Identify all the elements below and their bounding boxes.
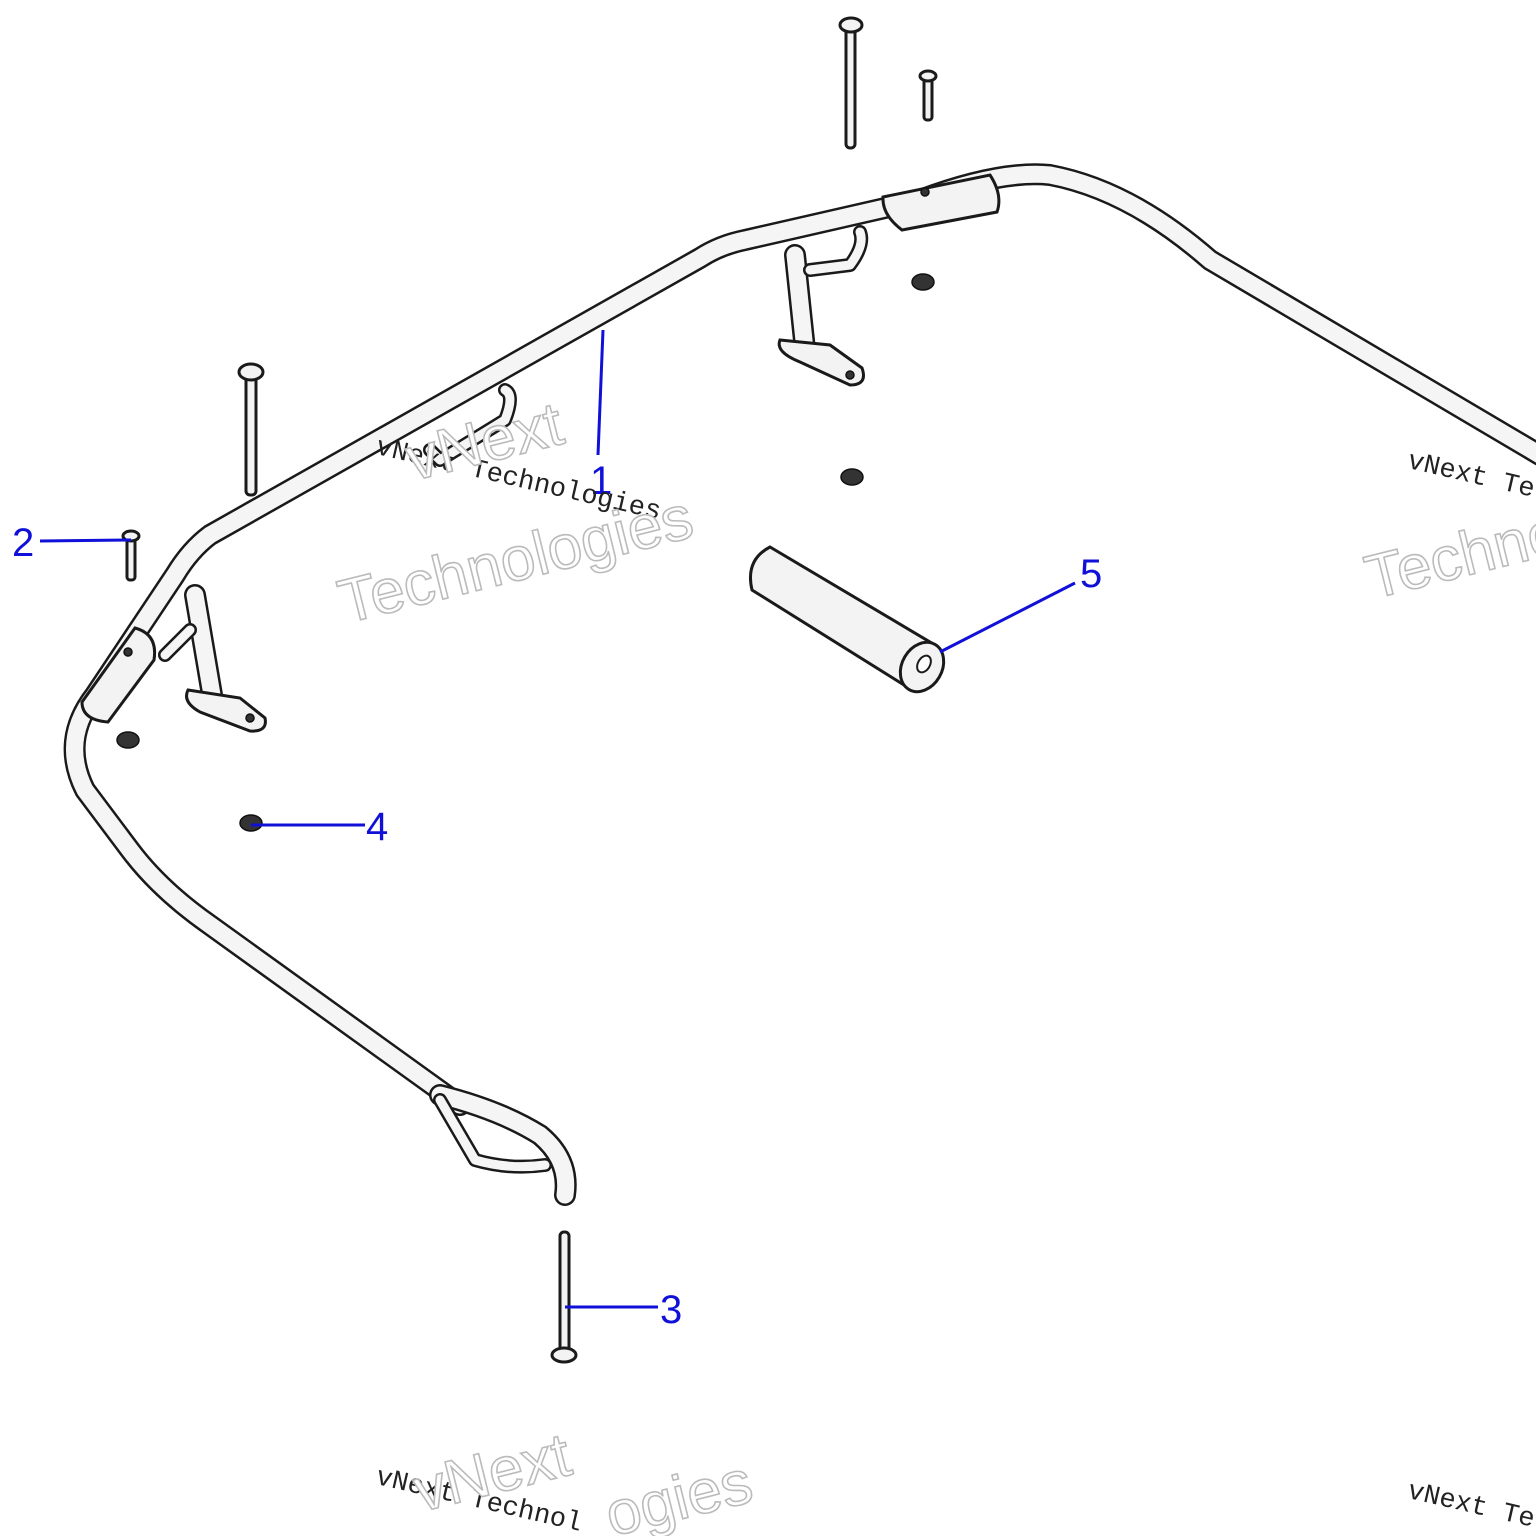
callout-3: 3: [660, 1288, 682, 1332]
short-bolt-top: [918, 69, 938, 122]
callout-labels: 1 2 3 4 5: [12, 459, 1102, 1332]
callout-4: 4: [366, 805, 388, 849]
leader-5: [939, 581, 1076, 654]
leader-2: [39, 538, 132, 543]
watermark-big-top-left: vNext Technologies: [331, 389, 700, 638]
long-bolt-left: [237, 362, 265, 497]
watermark-top-right: vNext Te: [1404, 447, 1536, 505]
leader-lines: [39, 329, 1076, 1309]
watermark-big-right: Techno: [1359, 498, 1536, 613]
watermark-text-right: vNext Te: [1404, 447, 1536, 505]
roller-sleeve: [749, 545, 946, 694]
watermark-big-2: Technologies: [332, 483, 700, 638]
watermark-bottom-right: vNext Te: [1404, 1477, 1536, 1535]
grommet-nuts: [116, 273, 935, 832]
callout-5: 5: [1080, 552, 1102, 596]
callout-2: 2: [12, 521, 34, 565]
watermark-big-bottom-2: ogies: [599, 1447, 760, 1536]
watermark-text-bottom-right: vNext Te: [1404, 1477, 1536, 1535]
callout-1: 1: [590, 459, 612, 503]
leader-1: [596, 329, 605, 456]
bumper-tube-assembly: [63, 163, 1536, 1206]
watermark-big-top-right: Techno: [1358, 497, 1536, 614]
long-bolt-bottom: [550, 1230, 578, 1364]
long-bolt-top: [838, 16, 864, 150]
short-bolt-left: [121, 529, 141, 582]
